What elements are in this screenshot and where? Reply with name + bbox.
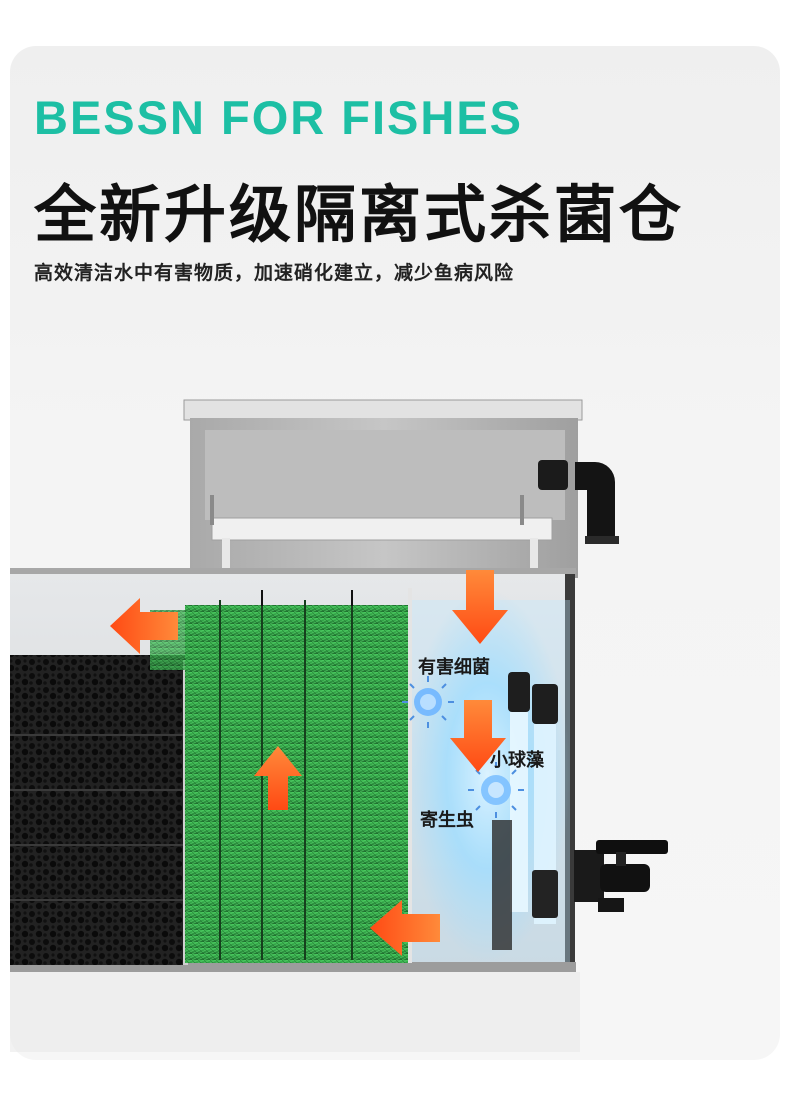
subheadline: 高效清洁水中有害物质，加速硝化建立，减少鱼病风险 [34,262,515,284]
brand-title: BESSN FOR FISHES [34,91,524,144]
pipe-elbow-icon [538,460,619,544]
flow-arrow-icon [370,900,440,956]
uv-lamp-icon [492,672,558,950]
microbe-icon [402,676,454,728]
label-bacteria: 有害细菌 [418,657,490,678]
flow-arrow-icon [450,700,506,772]
label-algae: 小球藻 [490,750,544,771]
black-sponge [10,655,188,965]
flow-arrow-icon [452,570,508,644]
flow-arrow-icon [110,598,178,654]
flow-arrow-icon [254,746,302,810]
headline: 全新升级隔离式杀菌仓 [34,178,685,251]
ball-valve-icon [574,840,668,912]
top-drawer [183,399,583,578]
reflection [10,972,580,1052]
label-parasite: 寄生虫 [420,810,474,831]
